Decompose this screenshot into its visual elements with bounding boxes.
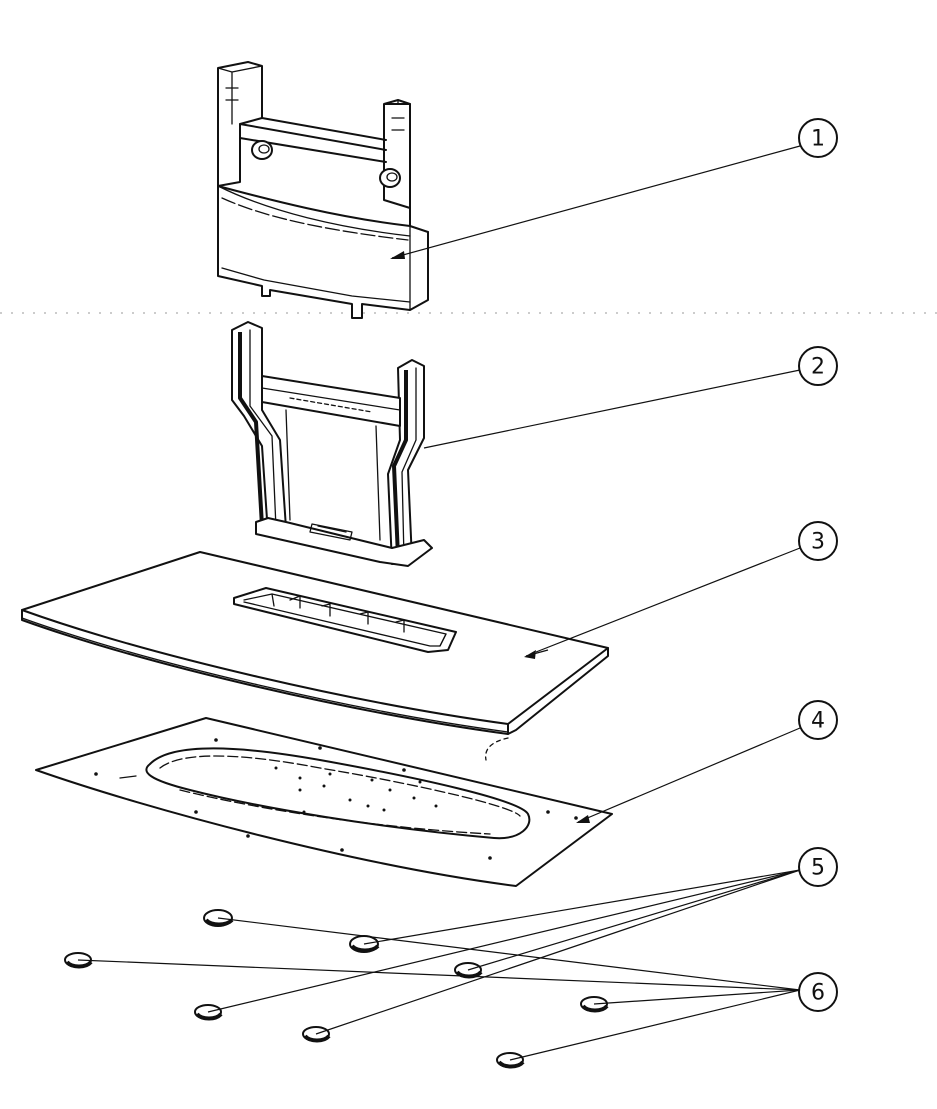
leader-lines — [77, 145, 801, 1061]
callout-2-label: 2 — [811, 355, 825, 380]
callout-6-label: 6 — [811, 981, 825, 1006]
callout-2: 2 — [798, 346, 838, 386]
callout-1: 1 — [798, 118, 838, 158]
screw-icon — [379, 168, 401, 188]
screw-icon — [251, 140, 273, 160]
callout-3-label: 3 — [811, 530, 825, 555]
part-1-stand-cover — [217, 61, 429, 319]
part-5-6-feet — [64, 909, 609, 1069]
callout-3: 3 — [798, 521, 838, 561]
callout-1-label: 1 — [811, 127, 825, 152]
callout-6: 6 — [798, 972, 838, 1012]
part-2-stand-frame — [231, 321, 433, 567]
callout-5-label: 5 — [811, 856, 825, 881]
callout-4-label: 4 — [811, 709, 825, 734]
part-3-base-top — [21, 551, 609, 761]
callout-5: 5 — [798, 847, 838, 887]
part-4-base-plate — [35, 717, 613, 887]
callout-4: 4 — [798, 700, 838, 740]
mounting-holes — [94, 738, 578, 860]
